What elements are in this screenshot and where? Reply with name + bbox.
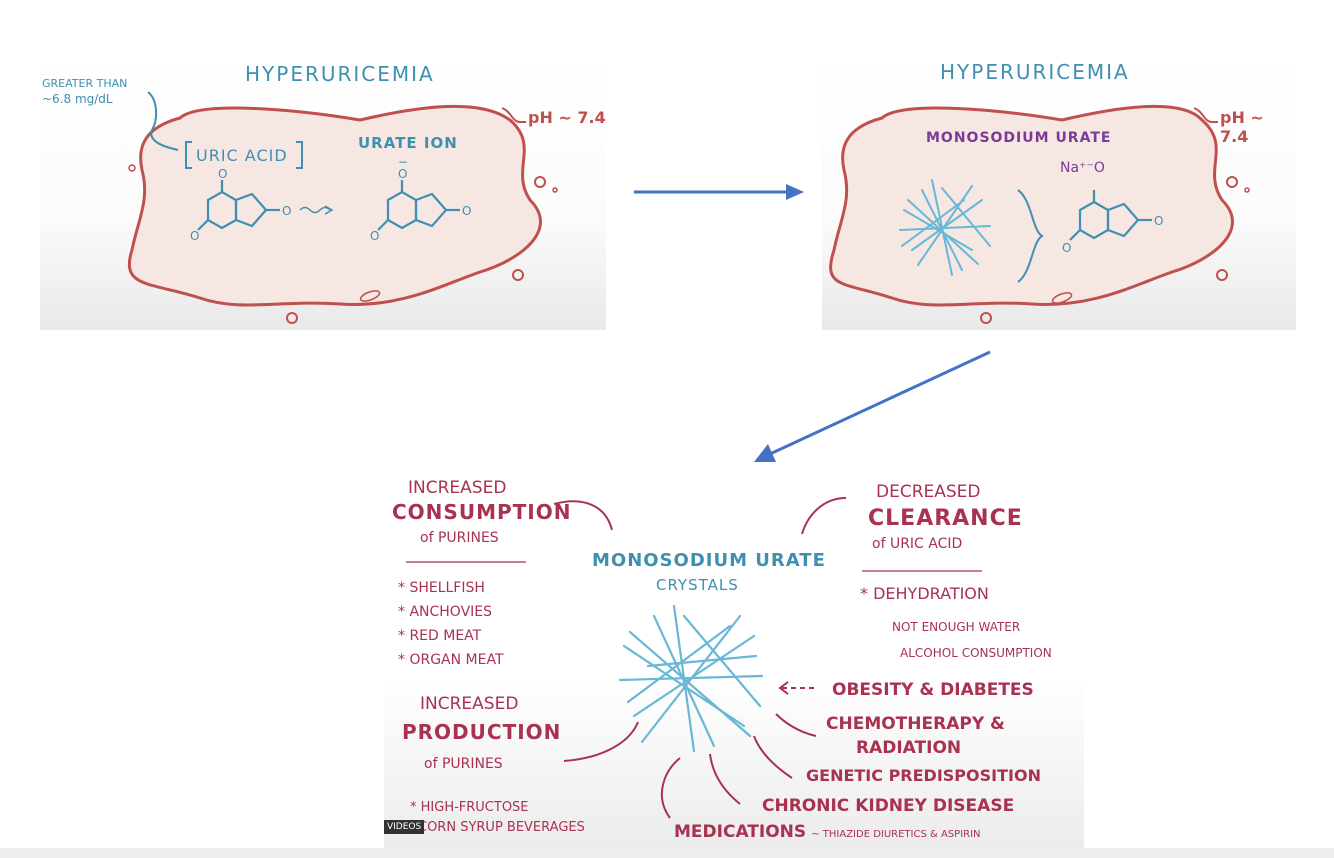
threshold-label-line2: ~6.8 mg/dL: [42, 92, 113, 106]
center-title-1: MONOSODIUM URATE: [592, 550, 826, 571]
svg-text:O: O: [218, 167, 227, 181]
svg-text:O: O: [370, 229, 379, 243]
svg-text:O: O: [1062, 241, 1071, 255]
crystal-cluster-icon: [618, 604, 764, 753]
medications-label: MEDICATIONS ~ THIAZIDE DIURETICS & ASPIR…: [674, 822, 981, 842]
blob-outline: [127, 104, 542, 307]
food-item: * SHELLFISH: [398, 580, 485, 596]
arrow-down-left: [754, 350, 991, 462]
urate-ion-molecule: [377, 180, 460, 231]
monosodium-urate-molecule: [1069, 190, 1152, 241]
threshold-label-line1: GREATER THAN: [42, 77, 128, 90]
svg-text:−: −: [398, 155, 408, 169]
ph-label: pH ~ 7.4: [528, 108, 606, 127]
medications-detail: ~ THIAZIDE DIURETICS & ASPIRIN: [811, 829, 981, 840]
dehydration-sub1: NOT ENOUGH WATER: [892, 620, 1021, 634]
food-list: * SHELLFISH * ANCHOVIES * RED MEAT * ORG…: [398, 576, 504, 672]
panel1-title: HYPERURICEMIA: [245, 62, 435, 86]
production-heading-2: PRODUCTION: [402, 720, 562, 744]
clearance-heading-2: CLEARANCE: [868, 506, 1023, 531]
uric-acid-label: URIC ACID: [196, 146, 288, 165]
panel-hyperuricemia-uric-acid: O O O O − O O HYPERURICEMIA GREATER THAN…: [40, 50, 606, 330]
svg-text:O: O: [282, 204, 291, 218]
clearance-heading-3: of URIC ACID: [872, 536, 963, 552]
hfcs-line1: * HIGH-FRUCTOSE: [410, 800, 529, 815]
crystal-cluster-icon: [899, 179, 991, 276]
genetic-label: GENETIC PREDISPOSITION: [806, 766, 1041, 785]
panel-hyperuricemia-monosodium-urate: O O HYPERURICEMIA pH ~ 7.4 MONOSODIUM UR…: [822, 50, 1296, 330]
monosodium-urate-label: MONOSODIUM URATE: [926, 130, 1112, 146]
consumption-heading-3: of PURINES: [420, 530, 499, 546]
dehydration-item: * DEHYDRATION: [860, 584, 989, 603]
obesity-label: OBESITY & DIABETES: [832, 680, 1034, 700]
sodium-label: Na⁺⁻O: [1060, 160, 1105, 176]
urate-ion-label: URATE ION: [358, 134, 458, 152]
food-item: * ORGAN MEAT: [398, 652, 504, 668]
svg-text:O: O: [1154, 214, 1163, 228]
consumption-heading-1: INCREASED: [408, 478, 507, 498]
panel3-drawing: [406, 497, 982, 819]
medications-heading: MEDICATIONS: [674, 822, 807, 842]
chemo-label-2: RADIATION: [856, 738, 962, 758]
consumption-heading-2: CONSUMPTION: [392, 500, 572, 524]
panel-risk-factors: INCREASED CONSUMPTION of PURINES * SHELL…: [384, 466, 1084, 848]
ckd-label: CHRONIC KIDNEY DISEASE: [762, 796, 1015, 816]
dehydration-sub2: ALCOHOL CONSUMPTION: [900, 646, 1052, 660]
arrow-right: [634, 184, 804, 200]
food-item: * ANCHOVIES: [398, 604, 493, 620]
production-heading-1: INCREASED: [420, 694, 519, 714]
food-item: * RED MEAT: [398, 628, 482, 644]
hfcs-line2: CORN SYRUP BEVERAGES: [418, 820, 585, 835]
uric-acid-molecule: [197, 180, 280, 231]
svg-text:O: O: [190, 229, 199, 243]
panel2-drawing: O O: [829, 104, 1250, 324]
production-heading-3: of PURINES: [424, 756, 503, 772]
panel1-drawing: O O O O − O O: [127, 91, 558, 324]
videos-badge[interactable]: VIDEOS: [384, 820, 425, 834]
svg-text:O: O: [462, 204, 471, 218]
ph-label: pH ~ 7.4: [1220, 108, 1264, 146]
bottom-bar: [0, 848, 1334, 858]
blob-outline: [829, 104, 1234, 307]
panel2-title: HYPERURICEMIA: [940, 60, 1130, 84]
clearance-heading-1: DECREASED: [876, 482, 981, 502]
center-title-2: CRYSTALS: [656, 576, 739, 594]
chemo-label-1: CHEMOTHERAPY &: [826, 714, 1005, 734]
svg-text:O: O: [398, 167, 407, 181]
